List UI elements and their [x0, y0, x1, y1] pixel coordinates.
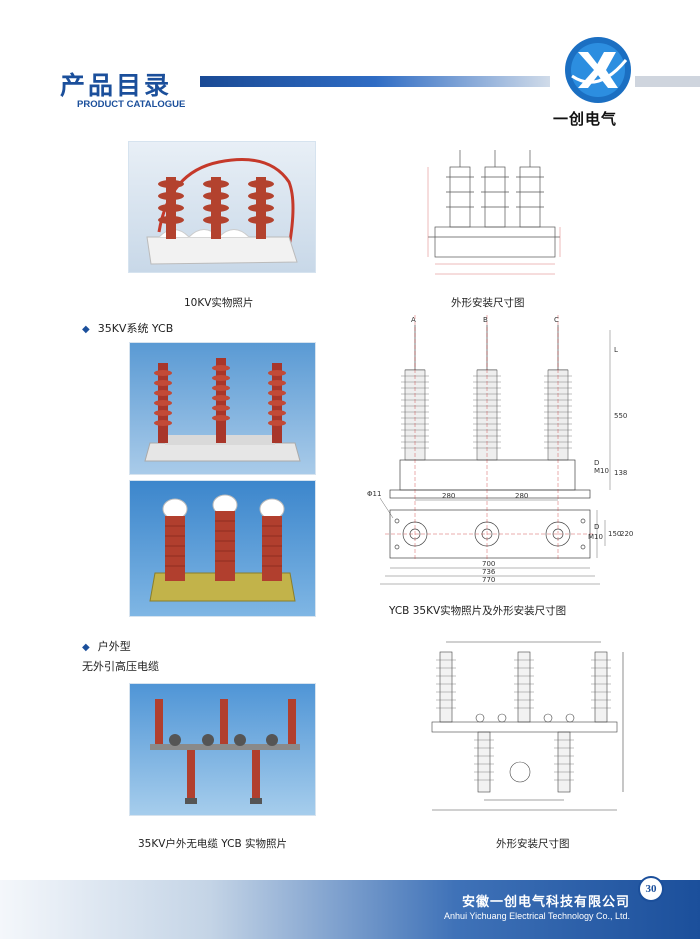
dim-550: 550: [614, 412, 627, 420]
dim-d-lower: D: [594, 523, 599, 531]
photo-10kv: [128, 141, 316, 273]
phase-label-a: A: [411, 316, 416, 324]
section-outdoor-label: 户外型: [97, 640, 131, 653]
dim-280-b: 280: [515, 492, 528, 500]
dim-736: 736: [482, 568, 496, 576]
caption-10kv-photo: 10KV实物照片: [184, 297, 254, 309]
dim-138: 138: [614, 469, 627, 477]
page-number: 30: [638, 876, 664, 902]
drawing-35kv: A B C 280 280 550 L 138 D M10 D M10 150 …: [365, 310, 645, 600]
dim-l: L: [614, 346, 618, 354]
dim-d-upper: D: [594, 459, 599, 467]
phase-label-c: C: [554, 316, 559, 324]
dim-700: 700: [482, 560, 495, 568]
drawing-outdoor: [420, 632, 635, 817]
dim-m10-upper: M10: [594, 467, 609, 475]
section-outdoor-subtitle: 无外引高压电缆: [82, 660, 159, 673]
section-35kv-label: 35KV系统 YCB: [97, 322, 174, 335]
caption-outdoor-drawing: 外形安装尺寸图: [496, 838, 570, 850]
section-outdoor-title: ◆ 户外型: [82, 638, 131, 654]
dim-150: 150: [608, 530, 621, 538]
caption-10kv-drawing: 外形安装尺寸图: [451, 297, 525, 309]
dim-m10-lower: M10: [588, 533, 603, 541]
company-name-cn: 安徽一创电气科技有限公司: [461, 895, 630, 910]
caption-35kv: YCB 35KV实物照片及外形安装尺寸图: [389, 605, 567, 617]
logo-text: 一创电气: [553, 110, 618, 128]
page-title: 产品目录: [60, 71, 173, 100]
company-name-en: Anhui Yichuang Electrical Technology Co.…: [444, 911, 630, 921]
header-bar: [200, 76, 550, 87]
dim-280-a: 280: [442, 492, 455, 500]
page-subtitle: PRODUCT CATALOGUE: [77, 99, 186, 110]
photo-35kv-outdoor: [129, 683, 316, 816]
dim-phi11: Φ11: [367, 490, 381, 498]
diamond-bullet-icon: ◆: [82, 642, 90, 653]
header-bar-right: [635, 76, 700, 87]
section-35kv-title: ◆ 35KV系统 YCB: [82, 320, 173, 336]
dim-220: 220: [620, 530, 633, 538]
phase-label-b: B: [483, 316, 488, 324]
drawing-10kv: [420, 142, 570, 282]
photo-35kv-alt: [129, 480, 316, 617]
footer-band: [0, 880, 700, 939]
photo-35kv-front: [129, 342, 316, 475]
yc-logo-icon: [548, 30, 648, 134]
caption-outdoor-photo: 35KV户外无电缆 YCB 实物照片: [138, 838, 287, 850]
dim-770: 770: [482, 576, 495, 584]
diamond-bullet-icon: ◆: [82, 324, 90, 335]
